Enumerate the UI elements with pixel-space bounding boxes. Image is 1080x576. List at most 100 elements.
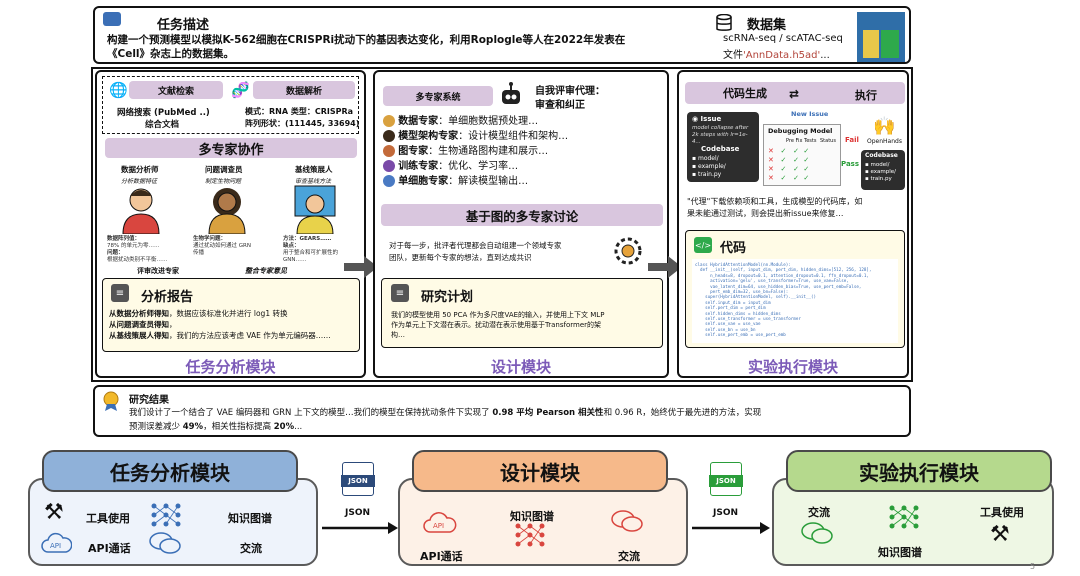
expert-avatar-icon	[383, 145, 395, 157]
avatar-data-analyst	[117, 184, 165, 238]
review-label: 评审改进专家	[137, 266, 179, 276]
report-line3: 从基线策展人得知，我们的方法应该考虑 VAE 作为单元编码器……	[109, 330, 331, 341]
chat-bubble-icon	[148, 530, 182, 560]
tool-icon: ⚒	[990, 522, 1010, 547]
plan-title: 研究计划	[421, 286, 473, 305]
execution-module: 代码生成 ⇄ 执行 ◉ Issue model collapse after 2…	[677, 70, 909, 378]
expert-data-analyst: 数据分析师	[121, 164, 159, 175]
expert-avatar-icon	[383, 160, 395, 172]
graph-text2: 团队，更新每个专家的想法，直到达成共识	[389, 252, 532, 263]
svg-text:API: API	[433, 522, 444, 530]
dataset-file: 文件'AnnData.h5ad'...	[723, 46, 830, 61]
parse-line1: 模式：RNA 类型：CRISPRa	[245, 106, 353, 117]
fail-label: Fail	[845, 136, 859, 144]
overview-exec-comm-label: 交流	[808, 504, 830, 520]
analysis-module-label: 任务分析模块	[97, 356, 364, 377]
overview-kg-label: 知识图谱	[228, 510, 272, 526]
expert-baseline: 基线策展人	[295, 164, 333, 175]
exec-desc1: "代理"下载依赖项和工具，生成模型的代码库，如	[687, 196, 862, 207]
multi-expert-label: 多专家系统	[383, 86, 493, 106]
lit-line1: 网络搜索 (PubMed ..)	[117, 106, 210, 118]
tool-icon: ⚒	[44, 500, 64, 525]
data-parse-label: 数据解析	[253, 81, 355, 99]
json-badge-2: JSON	[709, 475, 743, 487]
database-icon	[715, 14, 733, 32]
chat-bubble-icon	[800, 520, 834, 550]
page-number: 5	[1030, 562, 1035, 571]
robot-icon	[499, 82, 523, 112]
neural-net-icon	[888, 504, 920, 534]
code-box: </> 代码 class HybridAttentionModel(nn.Mod…	[685, 230, 905, 348]
critic-line2: 审查和纠正	[535, 96, 585, 111]
new-issue-label: New Issue	[791, 110, 828, 118]
overview-analysis-title: 任务分析模块	[42, 450, 298, 492]
overview-api-label: API通话	[88, 540, 131, 556]
execution-module-label: 实验执行模块	[679, 356, 907, 377]
overview-comm-label: 交流	[240, 540, 262, 556]
plan-text2: 作为单元上下文潜在表示。扰动潜在表示使用基于Transformer的架	[391, 320, 601, 330]
issue-text: model collapse after 2k steps with lr=1e…	[692, 125, 756, 146]
overview-exec-tool-label: 工具使用	[980, 504, 1024, 520]
report-icon: ≡	[111, 284, 129, 302]
api-cloud-icon: API	[40, 532, 72, 558]
report-line1: 从数据分析师得知，数据应该标准化并进行 log1 转换	[109, 308, 287, 319]
graph-text1: 对于每一步，批评者代理都会自动组建一个领域专家	[389, 240, 562, 251]
debug-checks: ✕ ✓ ✓ ✓ ✕ ✓ ✓ ✓ ✕ ✓ ✓ ✓ ✕ ✓ ✓ ✓	[768, 147, 809, 183]
issue-label: ◉ Issue	[692, 115, 721, 123]
dataset-title: 数据集	[747, 14, 786, 33]
task-desc-line2: 《Cell》杂志上的数据集。	[107, 46, 234, 61]
chat-icon	[103, 12, 121, 26]
analysis-module: 🌐 文献检索 🧬 数据解析 网络搜索 (PubMed ..) 综合文档 模式：R…	[95, 70, 366, 378]
openhands-icon: 🙌	[873, 116, 895, 137]
col-tests: Tests	[804, 138, 816, 144]
lit-line2: 综合文档	[145, 118, 179, 130]
dataset-type: scRNA-seq / scATAC-seq	[723, 33, 843, 44]
collab-title: 多专家协作	[105, 138, 357, 158]
avatar-question	[203, 184, 251, 238]
json-caption-2: JSON	[713, 508, 738, 518]
json-file-icon-1: JSON	[342, 462, 374, 496]
avatar-baseline	[291, 184, 339, 238]
graph-discussion-title: 基于图的多专家讨论	[381, 204, 663, 226]
result-title: 研究结果	[129, 391, 169, 406]
neural-net-icon	[150, 502, 182, 532]
expert-item: 数据专家：单细胞数据预处理…	[383, 114, 568, 129]
task-description-panel: 任务描述 构建一个预测模型以模拟K-562细胞在CRISPRi扰动下的基因表达变…	[93, 6, 911, 64]
codebase-files-1: ▪ model/▪ example/▪ train.py	[692, 155, 726, 179]
svg-text:API: API	[50, 542, 61, 550]
json-caption-1: JSON	[345, 508, 370, 518]
neural-net-icon	[514, 522, 546, 552]
expert-item: 图专家：生物通路图构建和展示…	[383, 144, 568, 159]
design-module-label: 设计模块	[375, 356, 667, 377]
chat-bubble-icon	[610, 508, 644, 538]
report-line2: 从问题调查员得知，	[109, 319, 177, 330]
result-panel: 研究结果 我们设计了一个结合了 VAE 编码器和 GRN 上下文的模型…我们的模…	[93, 385, 911, 437]
parse-line2: 阵列形状：(111445, 33694)	[245, 118, 359, 129]
network-gear-icon	[613, 236, 643, 270]
expert-item: 单细胞专家：解读模型输出…	[383, 174, 568, 189]
task-desc-line1: 构建一个预测模型以模拟K-562细胞在CRISPRi扰动下的基因表达变化，利用R…	[107, 32, 625, 47]
critic-line1: 自我评审代理：	[535, 82, 605, 97]
result-line2: 预测误差减少 49%，相关性指标提高 20%...	[129, 420, 302, 432]
overview-execution-title: 实验执行模块	[786, 450, 1052, 492]
overview-tool-label: 工具使用	[86, 510, 130, 526]
lit-search-label: 文献检索	[129, 81, 223, 99]
globe-icon: 🌐	[109, 81, 128, 99]
arrow-overview-1	[322, 520, 400, 540]
expert-avatar-icon	[383, 130, 395, 142]
pass-label: Pass	[841, 160, 859, 168]
expert-list: 数据专家：单细胞数据预处理… 模型架构专家：设计模型组件和架构… 图专家：生物通…	[383, 114, 568, 189]
medal-icon	[103, 391, 119, 415]
json-file-icon-2: JSON	[710, 462, 742, 496]
plan-text1: 我们的模型使用 50 PCA 作为多尺度VAE的输入，并使用上下文 MLP	[391, 310, 604, 320]
code-title: 代码	[720, 237, 746, 256]
expert-avatar-icon	[383, 115, 395, 127]
debug-model-title: Debugging Model	[768, 127, 832, 135]
iterate-label: 整合专家意见	[245, 266, 287, 276]
expert-avatar-icon	[383, 175, 395, 187]
overview-exec-kg-label: 知识图谱	[878, 544, 922, 560]
expert1-notes: 数据阵列值：78% 的单元为零……问题：根据扰动类别不平衡……	[107, 236, 168, 264]
execute-label: 执行	[855, 87, 877, 103]
